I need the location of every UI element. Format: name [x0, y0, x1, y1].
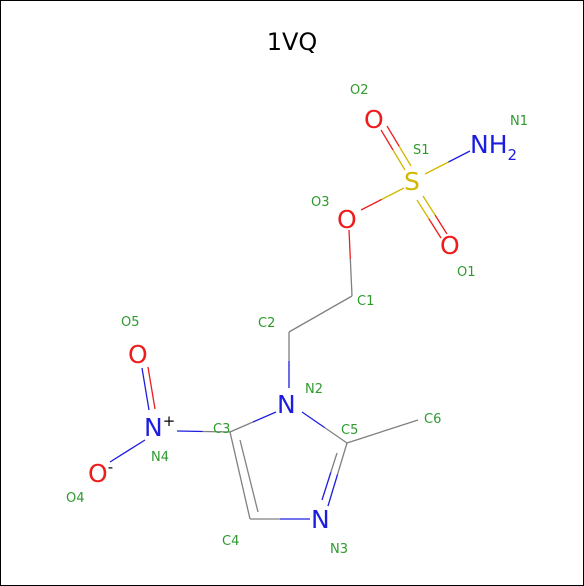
- label-n3: N3: [330, 542, 348, 557]
- label-c2: C2: [258, 316, 275, 331]
- bond-n4-o5-a: [141, 367, 150, 411]
- bond-c3-n4: [176, 430, 231, 433]
- bond-s1-n1: [424, 150, 471, 175]
- bond-o3-s1: [360, 187, 405, 211]
- label-n2: N2: [305, 382, 323, 397]
- bond-c5-n3-a: [327, 442, 348, 507]
- bond-c2-c1: [288, 295, 353, 333]
- label-o4: O4: [66, 491, 85, 506]
- bond-s1-o1-b: [422, 195, 448, 235]
- atom-o5: O: [128, 340, 148, 369]
- label-n4: N4: [151, 450, 169, 465]
- label-c4: C4: [222, 534, 239, 549]
- label-n1: N1: [510, 114, 528, 129]
- atoms: NH2 O S O O O N N+ O- N: [88, 105, 517, 534]
- atom-o2: O: [364, 105, 384, 134]
- atom-n4: N+: [144, 412, 175, 442]
- bond-c3-c4-b: [239, 439, 259, 513]
- bond-n4-o5-b: [147, 366, 156, 410]
- bonds: [109, 125, 471, 520]
- label-c5: C5: [341, 423, 358, 438]
- label-c6: C6: [424, 412, 441, 427]
- bond-s1-o2-b: [386, 125, 412, 167]
- bond-c3-c4-a: [229, 431, 251, 520]
- atom-s1: S: [404, 167, 420, 196]
- bond-n2-c5: [301, 411, 348, 444]
- label-s1: S1: [413, 143, 430, 158]
- atom-o3: O: [337, 205, 357, 234]
- atom-n1: NH2: [470, 130, 517, 164]
- atom-n3: N: [311, 505, 330, 534]
- label-o5: O5: [121, 315, 140, 330]
- molecule-title: 1VQ: [266, 28, 318, 56]
- bond-s1-o2-a: [380, 129, 406, 171]
- label-c1: C1: [357, 294, 374, 309]
- bond-c1-o3: [348, 229, 353, 297]
- label-c3: C3: [213, 422, 230, 437]
- bond-c5-c6: [346, 419, 419, 444]
- bond-s1-o1-a: [416, 199, 442, 239]
- bond-n4-o4: [109, 439, 146, 463]
- atom-n2: N: [277, 390, 296, 419]
- label-o2: O2: [350, 83, 369, 98]
- bond-c5-n3-b: [321, 452, 338, 501]
- atom-o4: O-: [88, 458, 113, 488]
- label-o1: O1: [457, 265, 476, 280]
- atom-labels: N1 O2 S1 O3 O1 C1 C2 O5 N2 C3 C5 C6 N4 O…: [66, 83, 528, 557]
- bond-n2-c3: [229, 411, 277, 433]
- atom-o1: O: [440, 231, 460, 260]
- label-o3: O3: [311, 195, 330, 210]
